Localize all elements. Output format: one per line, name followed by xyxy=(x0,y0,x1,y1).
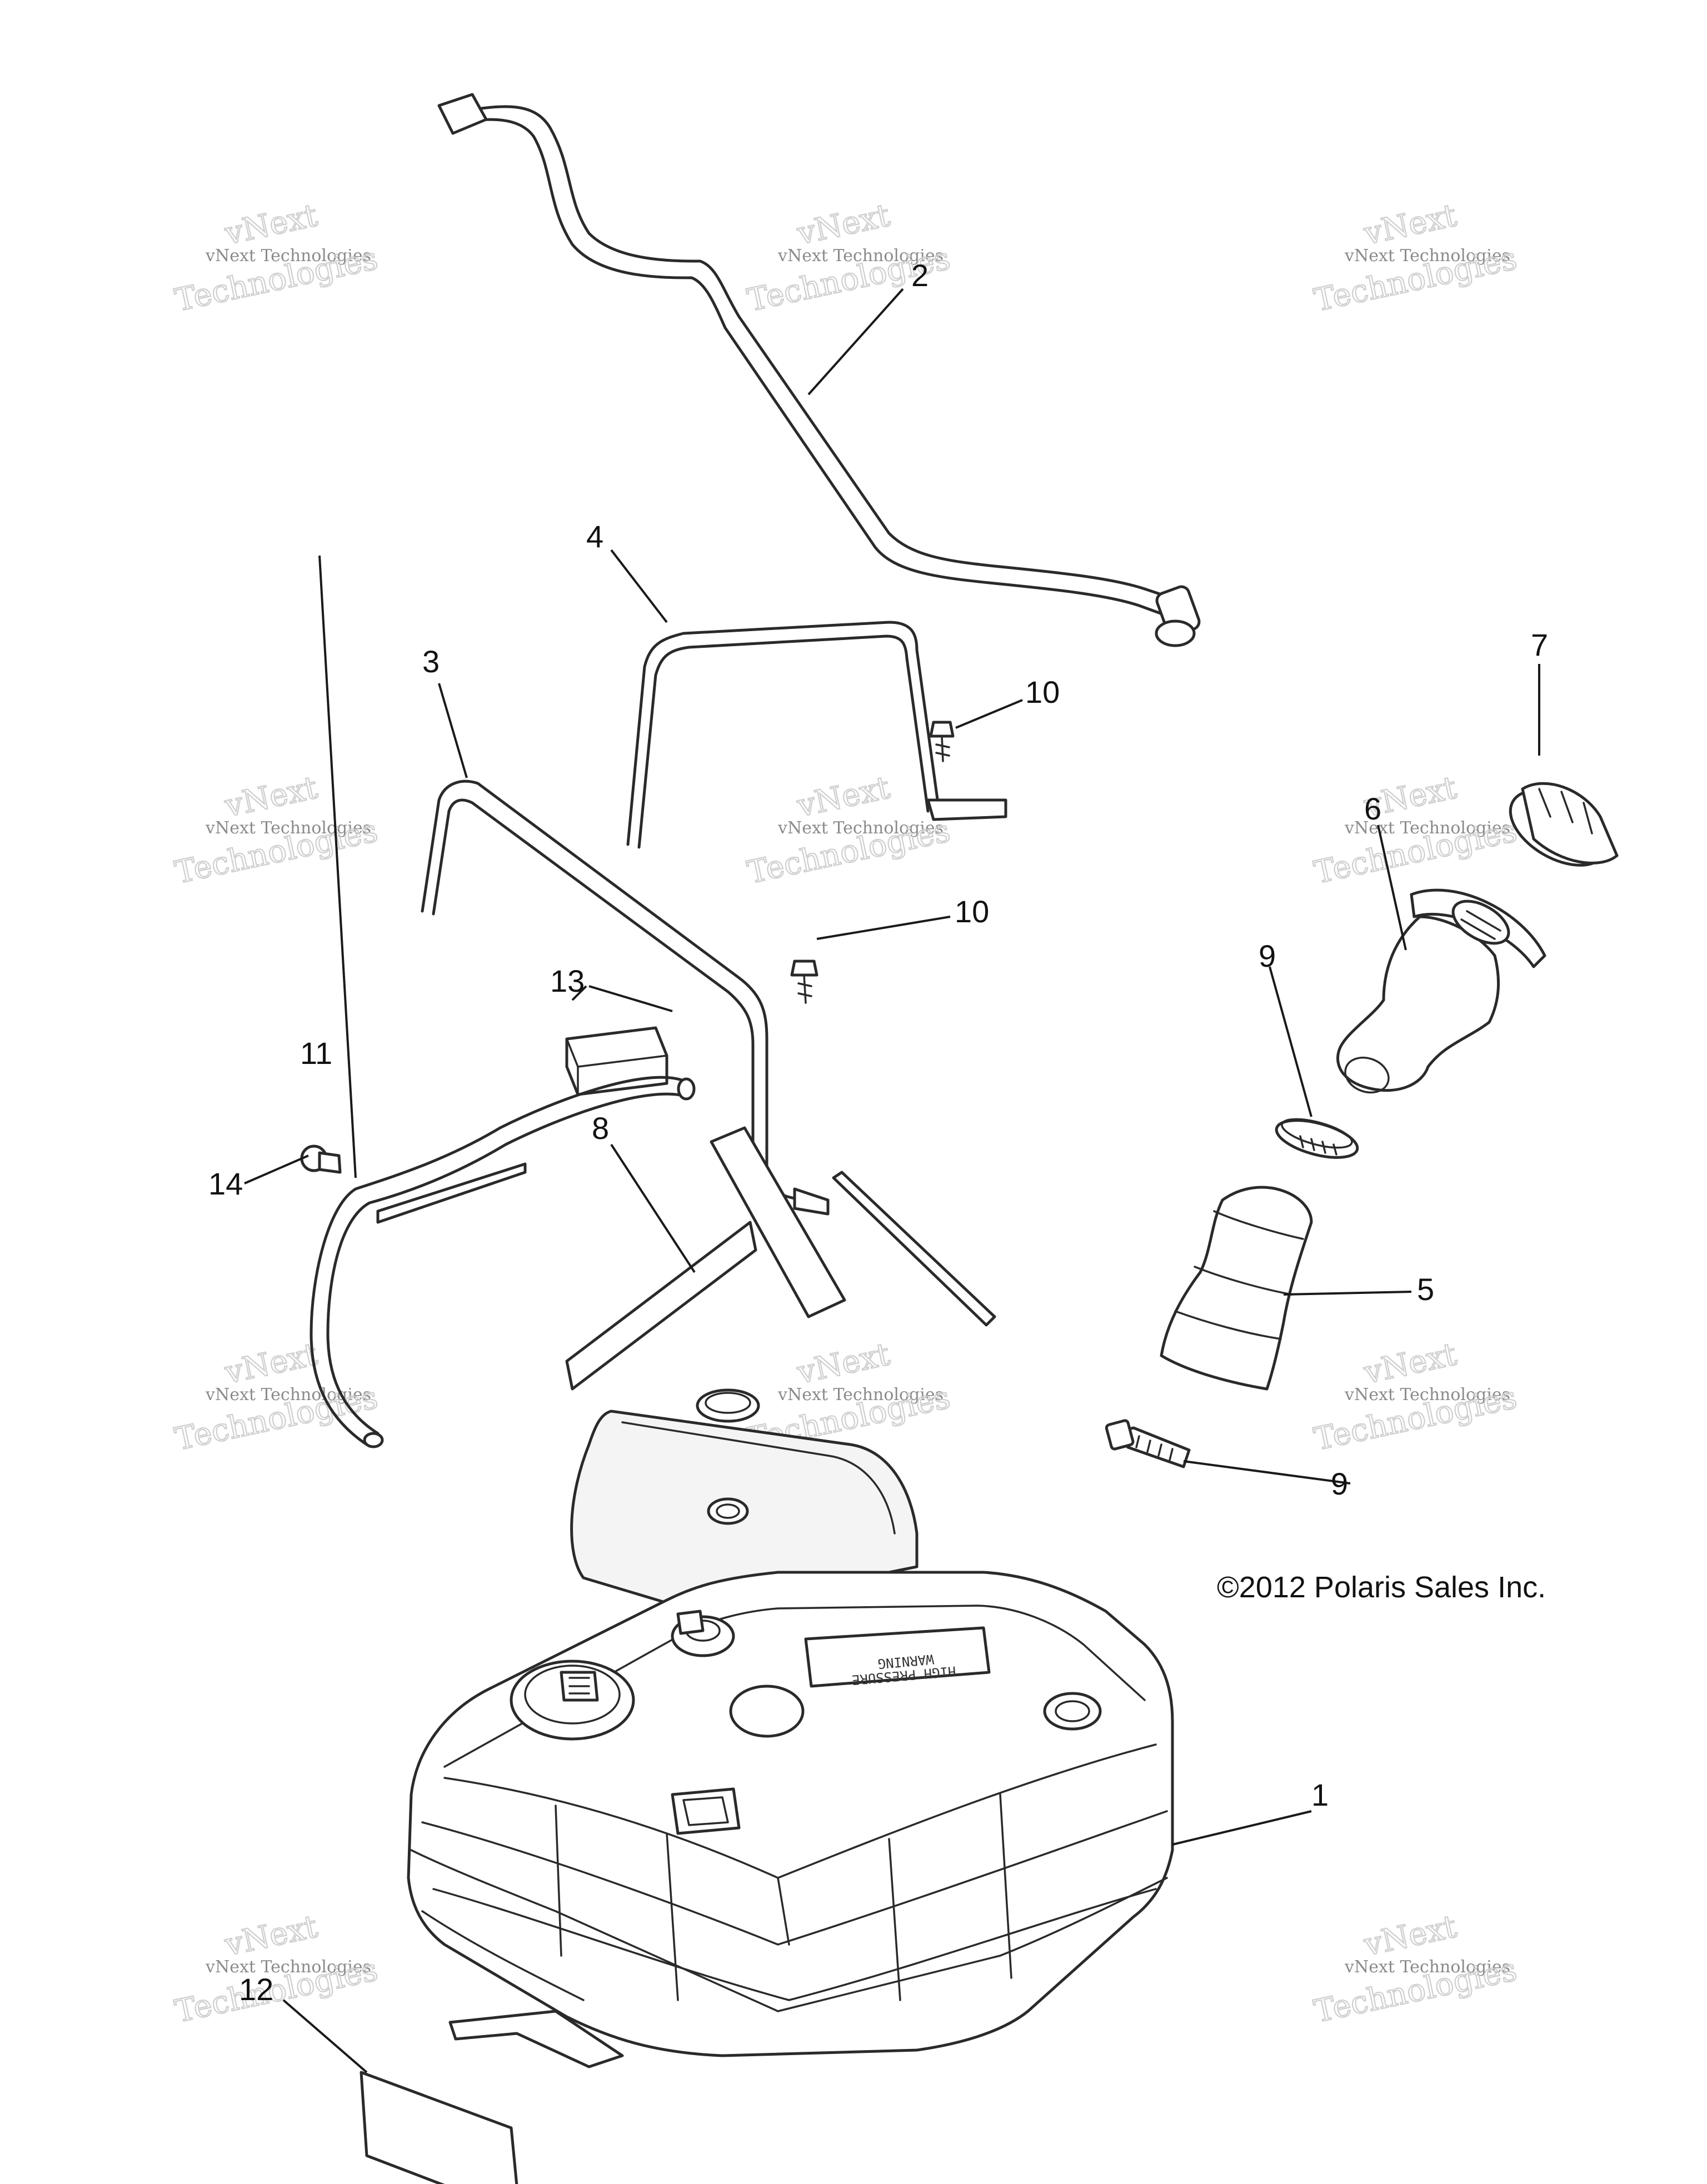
callout-11: 11 xyxy=(300,1036,332,1071)
part-4-strap[interactable] xyxy=(626,621,1007,849)
callout-10-upper: 10 xyxy=(1025,674,1060,709)
tank-rear-port xyxy=(1043,1692,1102,1731)
part-8-tank-pads[interactable] xyxy=(376,1126,996,1391)
strap-tab xyxy=(926,798,1007,821)
part-6-filler-neck[interactable] xyxy=(1336,888,1546,1098)
watermark-small: vNext Technologies xyxy=(777,246,944,266)
watermark-top-left: vNext vNext Technologies Technologies xyxy=(171,197,381,319)
watermark-big-1: vNext xyxy=(1360,1908,1460,1963)
hose-end-top xyxy=(677,1077,696,1101)
callout-10-lower: 10 xyxy=(955,894,989,929)
part-5-filler-hose[interactable] xyxy=(1160,1186,1313,1391)
hose-end-connector-top xyxy=(437,93,488,135)
callout-3: 3 xyxy=(422,644,440,679)
hose-end-clip xyxy=(1155,619,1196,647)
callout-13: 13 xyxy=(550,963,585,998)
part-11-drain-hose[interactable] xyxy=(310,1076,696,1448)
part-12-decal[interactable] xyxy=(360,2071,520,2184)
callout-labels: 2 4 3 10 10 7 6 9 13 11 14 8 5 9 1 12 xyxy=(208,258,1548,2007)
callout-1: 1 xyxy=(1311,1777,1329,1812)
watermark-small: vNext Technologies xyxy=(1344,246,1510,266)
part-9-clamp-upper[interactable] xyxy=(1272,1113,1361,1165)
tank-main-body xyxy=(407,1571,1174,2057)
watermark-mid-left: vNext vNext Technologies Technologies xyxy=(171,769,381,892)
callout-4: 4 xyxy=(586,519,603,554)
tank-warning-label xyxy=(804,1626,991,1688)
callout-12: 12 xyxy=(239,1972,273,2007)
tank-upper-port xyxy=(707,1497,749,1525)
tank-front-bracket xyxy=(448,2010,624,2068)
watermark-big-1: vNext xyxy=(221,1336,321,1391)
pad-strip-1 xyxy=(376,1162,527,1224)
watermark-bottom-left: vNext vNext Technologies Technologies xyxy=(171,1908,381,2031)
callout-7: 7 xyxy=(1531,627,1548,662)
part-10-bolt-upper[interactable] xyxy=(929,721,955,762)
part-14-hose-clip[interactable] xyxy=(300,1145,342,1174)
tank-square-plate xyxy=(671,1787,741,1835)
watermark-lower-right: vNext vNext Technologies Technologies xyxy=(1310,1336,1520,1458)
part-2-vent-hose[interactable] xyxy=(437,93,1201,647)
watermark-mid-right: vNext vNext Technologies Technologies xyxy=(1310,769,1520,892)
tank-upper-neck xyxy=(696,1388,760,1423)
watermark-top-right: vNext vNext Technologies Technologies xyxy=(1310,197,1520,319)
pad-strip-3 xyxy=(710,1126,846,1318)
watermark-small: vNext Technologies xyxy=(1344,1385,1510,1405)
watermark-big-1: vNext xyxy=(1360,197,1460,252)
watermark-big-1: vNext xyxy=(793,1336,893,1391)
part-10-bolt-lower[interactable] xyxy=(790,959,818,1004)
watermark-small: vNext Technologies xyxy=(777,1385,944,1405)
watermark-small: vNext Technologies xyxy=(1344,818,1510,838)
strap-3-tab xyxy=(793,1187,830,1216)
watermark-small: vNext Technologies xyxy=(205,1957,371,1977)
callout-5: 5 xyxy=(1417,1272,1434,1307)
part-1-fuel-tank[interactable]: WARNING HIGH PRESSURE xyxy=(407,1388,1174,2068)
pad-strip-2 xyxy=(565,1221,757,1391)
callout-2: 2 xyxy=(911,258,929,293)
callout-6: 6 xyxy=(1364,791,1381,826)
watermark-big-1: vNext xyxy=(221,197,321,252)
watermark-small: vNext Technologies xyxy=(777,818,944,838)
watermark-small: vNext Technologies xyxy=(1344,1957,1510,1977)
watermark-big-1: vNext xyxy=(793,769,893,824)
watermark-mid-center: vNext vNext Technologies Technologies xyxy=(743,769,954,892)
callout-9-upper: 9 xyxy=(1259,938,1276,973)
callout-14: 14 xyxy=(208,1166,243,1201)
part-7-fuel-cap[interactable] xyxy=(1498,775,1620,881)
pad-strip-4 xyxy=(832,1171,996,1327)
watermark-top-center: vNext vNext Technologies Technologies xyxy=(743,197,954,319)
watermark-big-1: vNext xyxy=(221,769,321,824)
leader-lines xyxy=(244,288,1540,2073)
hose-end-bottom xyxy=(363,1432,384,1448)
watermark-big-1: vNext xyxy=(793,197,893,252)
part-9-clamp-lower[interactable] xyxy=(1105,1419,1191,1468)
callout-9-lower: 9 xyxy=(1331,1466,1348,1501)
watermark-small: vNext Technologies xyxy=(205,246,371,266)
watermark-lower-left: vNext vNext Technologies Technologies xyxy=(171,1336,381,1458)
watermark-bottom-right: vNext vNext Technologies Technologies xyxy=(1310,1908,1520,2031)
callout-8: 8 xyxy=(592,1111,609,1146)
watermark-small: vNext Technologies xyxy=(205,818,371,838)
watermark-big-1: vNext xyxy=(221,1908,321,1963)
watermark-big-1: vNext xyxy=(1360,1336,1460,1391)
copyright-notice: ©2012 Polaris Sales Inc. xyxy=(1217,1571,1546,1604)
tank-gauge-plate xyxy=(729,1685,805,1738)
